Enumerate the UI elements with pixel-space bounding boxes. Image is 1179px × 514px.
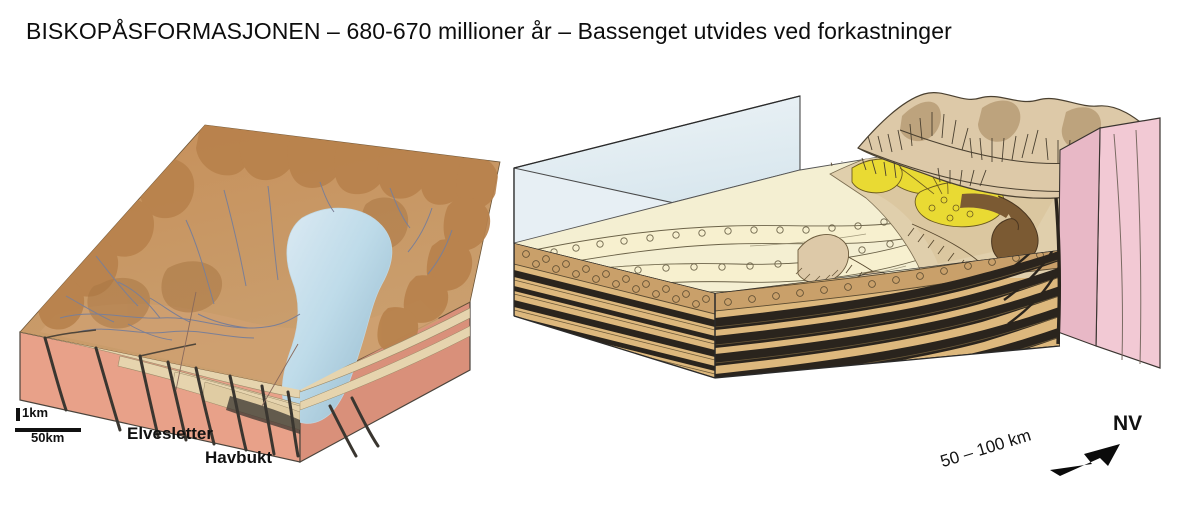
northwest-arrow-icon bbox=[1048, 442, 1128, 480]
scale-vertical-label: 1km bbox=[22, 405, 49, 420]
label-havbukt: Havbukt bbox=[205, 448, 273, 467]
scale-horizontal-label: 50km bbox=[31, 430, 65, 445]
label-elvesletter: Elvesletter bbox=[127, 424, 213, 443]
right-main-fault-plane bbox=[1054, 197, 1062, 345]
right-block-diagram bbox=[500, 78, 1179, 478]
left-water-bay bbox=[281, 207, 393, 424]
page-title: BISKOPÅSFORMASJONEN – 680-670 millioner … bbox=[26, 18, 952, 44]
right-block-outline bbox=[513, 95, 1061, 379]
left-fault-lines-right bbox=[328, 396, 380, 458]
scale-horizontal-bar bbox=[15, 428, 81, 432]
scale-vertical-tick bbox=[16, 408, 20, 421]
right-strata-long-face bbox=[715, 250, 1060, 378]
label-direction: NV bbox=[1113, 412, 1143, 435]
right-basement-block bbox=[1057, 117, 1161, 369]
left-block-diagram bbox=[0, 70, 560, 490]
scale-bar bbox=[14, 406, 94, 448]
left-label-leaders bbox=[175, 291, 299, 407]
left-river-network bbox=[59, 181, 453, 341]
left-fault-lines bbox=[43, 336, 300, 458]
left-fault-traces-top bbox=[44, 329, 197, 357]
